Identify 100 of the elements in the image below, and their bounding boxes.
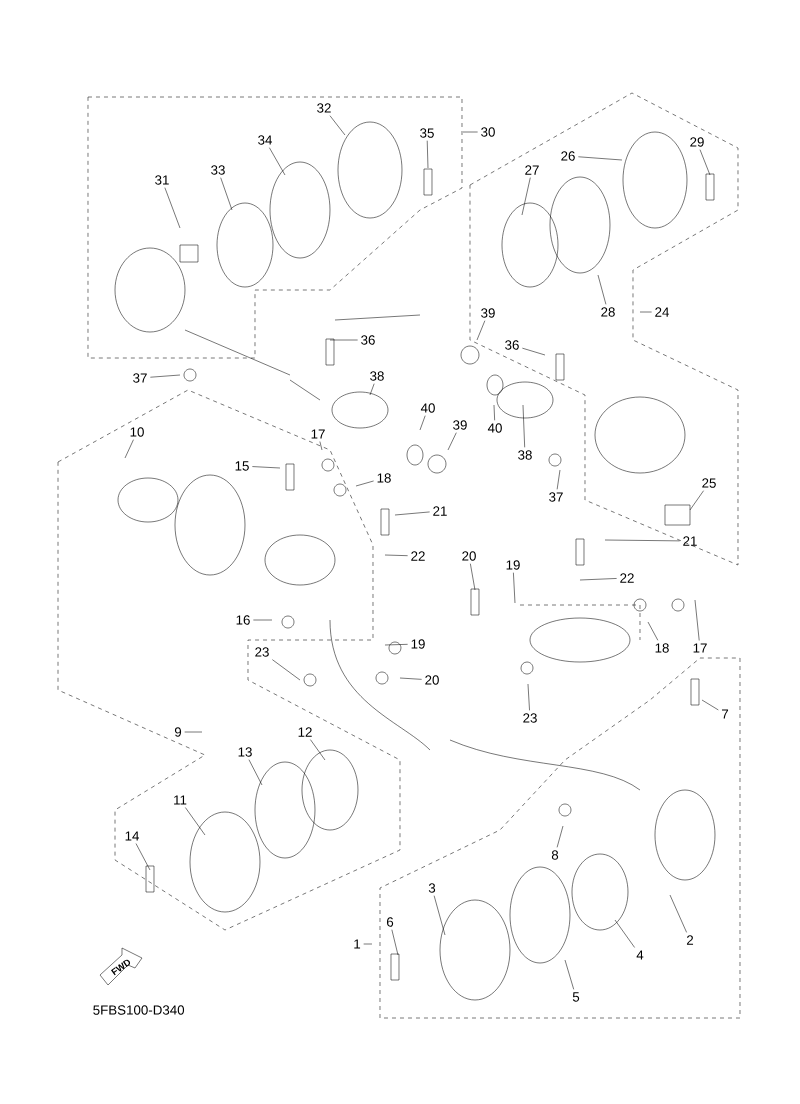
- leader-line: [272, 659, 301, 681]
- callout-number: 10: [130, 427, 144, 437]
- leader-line: [462, 131, 478, 133]
- leader-line: [399, 677, 422, 680]
- leader-line: [447, 432, 457, 451]
- callout-number: 18: [377, 473, 391, 483]
- leader-line: [252, 466, 281, 469]
- leader-line: [391, 929, 399, 956]
- callout-number: 21: [683, 536, 697, 546]
- callout-number: 40: [420, 403, 435, 413]
- leader-line: [363, 943, 373, 945]
- leader-line: [329, 115, 346, 136]
- callout-number: 22: [411, 551, 425, 561]
- callout-number: 5: [572, 992, 580, 1002]
- leader-line: [694, 599, 700, 641]
- leader-line: [470, 563, 476, 591]
- leader-line: [579, 578, 617, 581]
- leader-line: [476, 320, 486, 341]
- leader-line: [384, 554, 408, 556]
- callout-number: 36: [505, 340, 519, 350]
- callout-number: 17: [311, 429, 325, 439]
- leader-line: [564, 959, 574, 990]
- leader-line: [426, 140, 429, 169]
- callout-number: 9: [174, 727, 182, 737]
- callout-number: 4: [636, 950, 644, 960]
- callout-number: 11: [174, 795, 187, 805]
- callout-number: 25: [702, 478, 716, 488]
- leader-line: [522, 347, 546, 356]
- callout-number: 16: [236, 615, 250, 625]
- leader-line: [124, 439, 134, 459]
- callout-number: 20: [425, 675, 439, 685]
- callout-number: 26: [561, 151, 575, 161]
- leader-line: [248, 759, 263, 786]
- leader-line: [269, 147, 286, 176]
- leader-line: [319, 441, 323, 451]
- leader-line: [150, 374, 181, 378]
- leader-line: [355, 480, 374, 487]
- callout-number: 40: [487, 423, 502, 433]
- leader-line: [578, 156, 623, 161]
- leader-line: [701, 699, 719, 711]
- callout-number: 8: [551, 850, 559, 860]
- callout-number: 7: [722, 709, 729, 719]
- callout-number: 31: [155, 175, 169, 185]
- callout-number: 29: [690, 137, 704, 147]
- callout-number: 37: [549, 492, 563, 502]
- leader-line: [614, 919, 635, 948]
- callout-number: 18: [655, 643, 669, 653]
- leader-line: [394, 511, 430, 516]
- leader-line: [556, 469, 561, 490]
- leader-line: [689, 490, 704, 511]
- leader-line: [604, 539, 680, 542]
- callout-number: 13: [238, 747, 252, 757]
- leader-line: [369, 383, 375, 396]
- leader-line: [164, 187, 181, 229]
- callout-number: 12: [298, 727, 312, 737]
- callout-number: 3: [428, 883, 436, 893]
- leader-line: [184, 731, 203, 733]
- callout-number: 30: [481, 127, 495, 137]
- leader-line: [384, 644, 408, 646]
- callout-number: 32: [317, 103, 331, 113]
- callout-number: 28: [601, 307, 615, 317]
- callout-number: 14: [125, 831, 139, 841]
- callout-number: 37: [133, 373, 147, 383]
- callout-number: 1: [354, 939, 361, 949]
- callout-number: 19: [411, 639, 425, 649]
- callout-number: 23: [523, 713, 537, 723]
- leader-line: [493, 404, 495, 421]
- callout-number: 35: [420, 128, 434, 138]
- callout-number: 21: [433, 506, 447, 516]
- leader-line: [433, 895, 446, 936]
- leader-line: [220, 177, 233, 211]
- callout-number: 23: [255, 647, 269, 657]
- callout-number: 36: [361, 335, 375, 345]
- leader-line: [699, 149, 711, 176]
- leader-line: [253, 619, 273, 621]
- leader-line: [185, 807, 206, 836]
- callout-number: 33: [211, 165, 225, 175]
- leader-line: [513, 572, 516, 604]
- leader-line: [597, 274, 607, 305]
- leader-line: [639, 311, 652, 313]
- callout-number: 39: [453, 420, 467, 430]
- callout-number: 22: [620, 573, 634, 583]
- callout-number: 34: [258, 135, 272, 145]
- leader-line: [419, 415, 426, 431]
- callout-number: 27: [525, 165, 539, 175]
- callout-number: 6: [386, 917, 394, 927]
- callout-number: 38: [518, 450, 532, 460]
- leader-line: [669, 894, 687, 933]
- callout-number: 24: [655, 307, 669, 317]
- callout-number: 20: [462, 551, 476, 561]
- callout-number: 39: [481, 308, 495, 318]
- leader-line: [329, 339, 358, 341]
- callout-number: 17: [693, 643, 707, 653]
- part-code: 5FBS100-D340: [93, 1005, 185, 1015]
- leader-line: [135, 843, 151, 871]
- leader-line: [527, 683, 530, 711]
- leader-line: [310, 739, 326, 761]
- leader-line: [647, 621, 659, 641]
- callout-number: 15: [235, 461, 249, 471]
- leader-line: [556, 825, 564, 848]
